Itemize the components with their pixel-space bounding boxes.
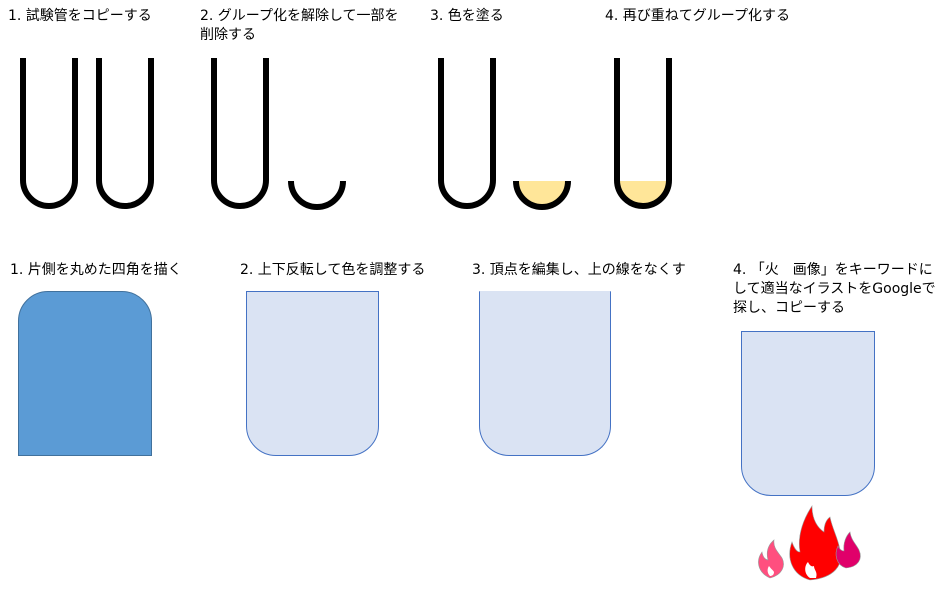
bottom-step-3-label: 3. 頂点を編集し、上の線をなくす: [472, 262, 686, 278]
flame-small-pink-icon: [758, 539, 784, 579]
test-tube-3: [211, 58, 269, 209]
bottom-step-1-label: 1. 片側を丸めた四角を描く: [10, 262, 182, 278]
bottom-step-4-label: 4. 「火 画像」をキーワードにして適当なイラストをGoogleで探し、コピーす…: [733, 262, 936, 316]
test-tube-1: [20, 58, 78, 209]
test-tube-grouped: [614, 58, 672, 209]
top-step-1-label: 1. 試験管をコピーする: [8, 8, 152, 24]
top-step-2-label: 2. グループ化を解除して一部を削除する: [200, 8, 399, 43]
beaker-shape-final: [741, 331, 875, 496]
beaker-shape-no-top: [479, 291, 611, 456]
flame-illustration: [758, 505, 861, 581]
test-tube-4: [438, 58, 496, 209]
rounded-rectangle-blue: [18, 291, 152, 456]
bottom-step-2-label: 2. 上下反転して色を調整する: [240, 262, 426, 278]
test-tube-2: [96, 58, 154, 209]
colored-tube-bottom: [513, 180, 571, 210]
test-tube-bottom-part: [288, 180, 346, 210]
flame-large-red-icon: [789, 505, 842, 581]
top-step-4-label: 4. 再び重ねてグループ化する: [605, 8, 790, 24]
flipped-rounded-rectangle: [246, 291, 379, 456]
top-step-3-label: 3. 色を塗る: [430, 8, 504, 24]
flame-small-magenta-icon: [835, 531, 861, 569]
